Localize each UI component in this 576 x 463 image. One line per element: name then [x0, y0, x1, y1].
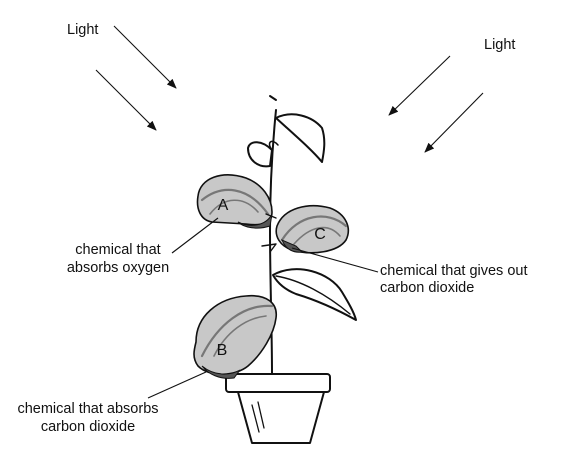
label-b-line-1: chemical that absorbs	[17, 401, 158, 417]
leader-line-b	[147, 371, 207, 399]
label-a-line-1: chemical that	[75, 242, 160, 258]
light-arrow	[388, 55, 451, 116]
label-a-line-2: absorbs oxygen	[67, 260, 169, 276]
light-label-left: Light	[67, 22, 98, 38]
bag-letter-a: A	[218, 197, 229, 214]
light-arrow	[95, 69, 157, 131]
plant-pot	[225, 373, 331, 444]
free-leaves	[247, 113, 357, 321]
light-label-right: Light	[484, 37, 515, 53]
bag-letter-b: B	[217, 342, 228, 359]
stem-tip	[269, 95, 277, 101]
label-c-line-1: chemical that gives out	[380, 263, 528, 279]
label-c-line-2: carbon dioxide	[380, 280, 474, 296]
light-arrows	[95, 25, 484, 153]
label-b-line-2: carbon dioxide	[41, 419, 135, 435]
bag-a: A	[196, 174, 277, 229]
light-arrow	[113, 25, 177, 89]
leader-line-c	[291, 247, 379, 273]
bag-b: B	[193, 294, 277, 379]
bag-letter-c: C	[314, 226, 326, 243]
leader-line-a	[171, 217, 219, 254]
light-arrow	[424, 92, 484, 153]
bag-c: C	[261, 204, 350, 254]
